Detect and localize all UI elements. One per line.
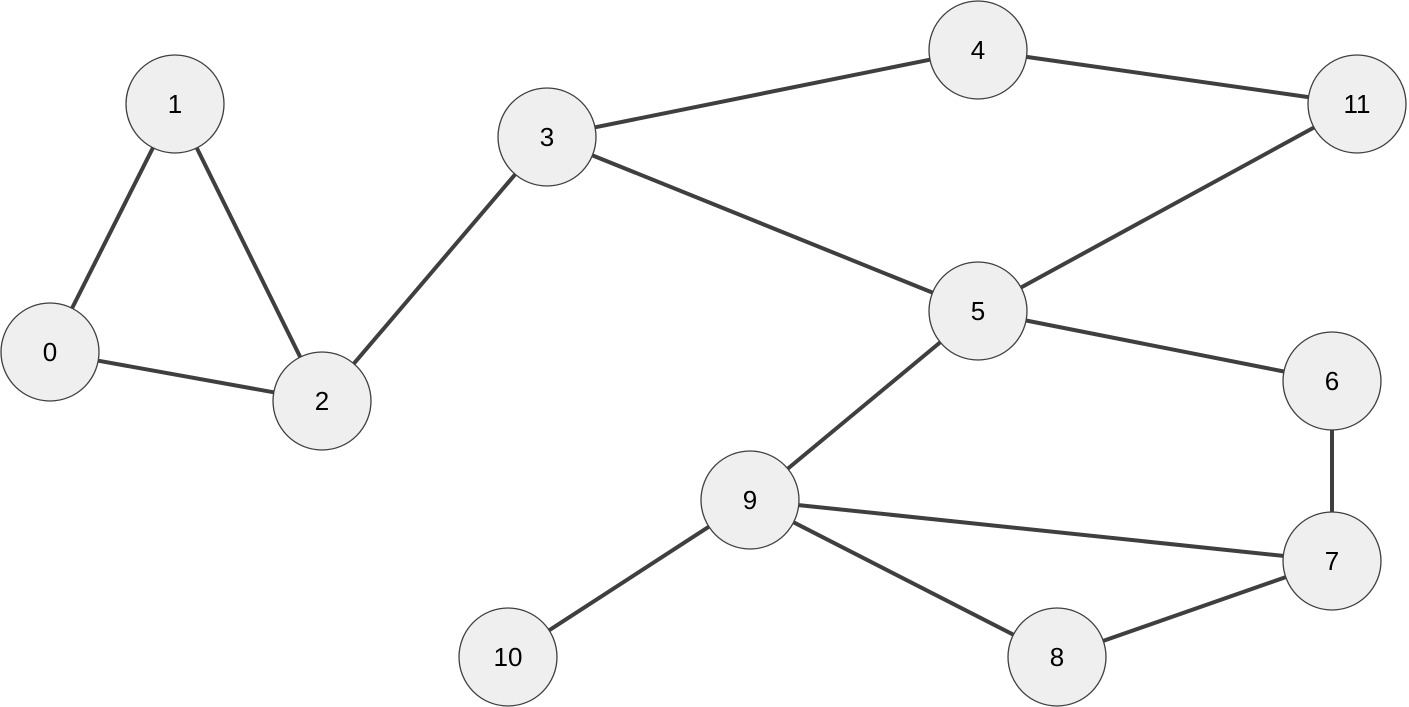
node-label: 0 (43, 337, 57, 367)
edge-9-10 (548, 524, 710, 633)
node-label: 1 (168, 89, 182, 119)
node-5: 5 (928, 261, 1028, 361)
node-circle (0, 302, 100, 402)
node-11: 11 (1307, 54, 1407, 154)
node-label: 9 (743, 485, 757, 515)
node-circle (928, 261, 1028, 361)
node-label: 2 (315, 386, 329, 416)
edge-1-2 (194, 147, 303, 358)
node-3: 3 (497, 87, 597, 187)
node-9: 9 (700, 450, 800, 550)
node-6: 6 (1282, 331, 1382, 431)
edge-5-11 (1020, 125, 1315, 290)
node-label: 3 (540, 122, 554, 152)
edge-0-1 (70, 146, 155, 310)
node-circle (458, 607, 558, 707)
node-circle (1282, 331, 1382, 431)
node-2: 2 (272, 351, 372, 451)
node-label: 7 (1325, 546, 1339, 576)
node-circle (497, 87, 597, 187)
edge-5-9 (786, 340, 942, 471)
node-label: 6 (1325, 366, 1339, 396)
node-1: 1 (125, 54, 225, 154)
node-circle (700, 450, 800, 550)
node-0: 0 (0, 302, 100, 402)
node-8: 8 (1007, 607, 1107, 707)
edge-3-5 (591, 153, 934, 295)
node-label: 10 (494, 642, 523, 672)
node-7: 7 (1282, 511, 1382, 611)
edge-2-3 (352, 172, 517, 366)
node-label: 4 (971, 35, 985, 65)
node-circle (1282, 511, 1382, 611)
node-label: 8 (1050, 642, 1064, 672)
node-label: 11 (1344, 89, 1371, 119)
edge-8-7 (1102, 575, 1287, 643)
edge-4-11 (1026, 54, 1309, 100)
node-4: 4 (928, 0, 1028, 100)
node-10: 10 (458, 607, 558, 707)
edge-9-7 (798, 503, 1284, 558)
edge-3-4 (594, 57, 931, 130)
node-circle (928, 0, 1028, 100)
edge-5-6 (1025, 318, 1285, 374)
node-label: 5 (971, 296, 985, 326)
edge-layer (70, 54, 1334, 643)
edge-0-2 (97, 358, 275, 395)
node-circle (1307, 54, 1407, 154)
node-circle (272, 351, 372, 451)
edge-9-8 (792, 520, 1015, 637)
node-circle (1007, 607, 1107, 707)
node-circle (125, 54, 225, 154)
